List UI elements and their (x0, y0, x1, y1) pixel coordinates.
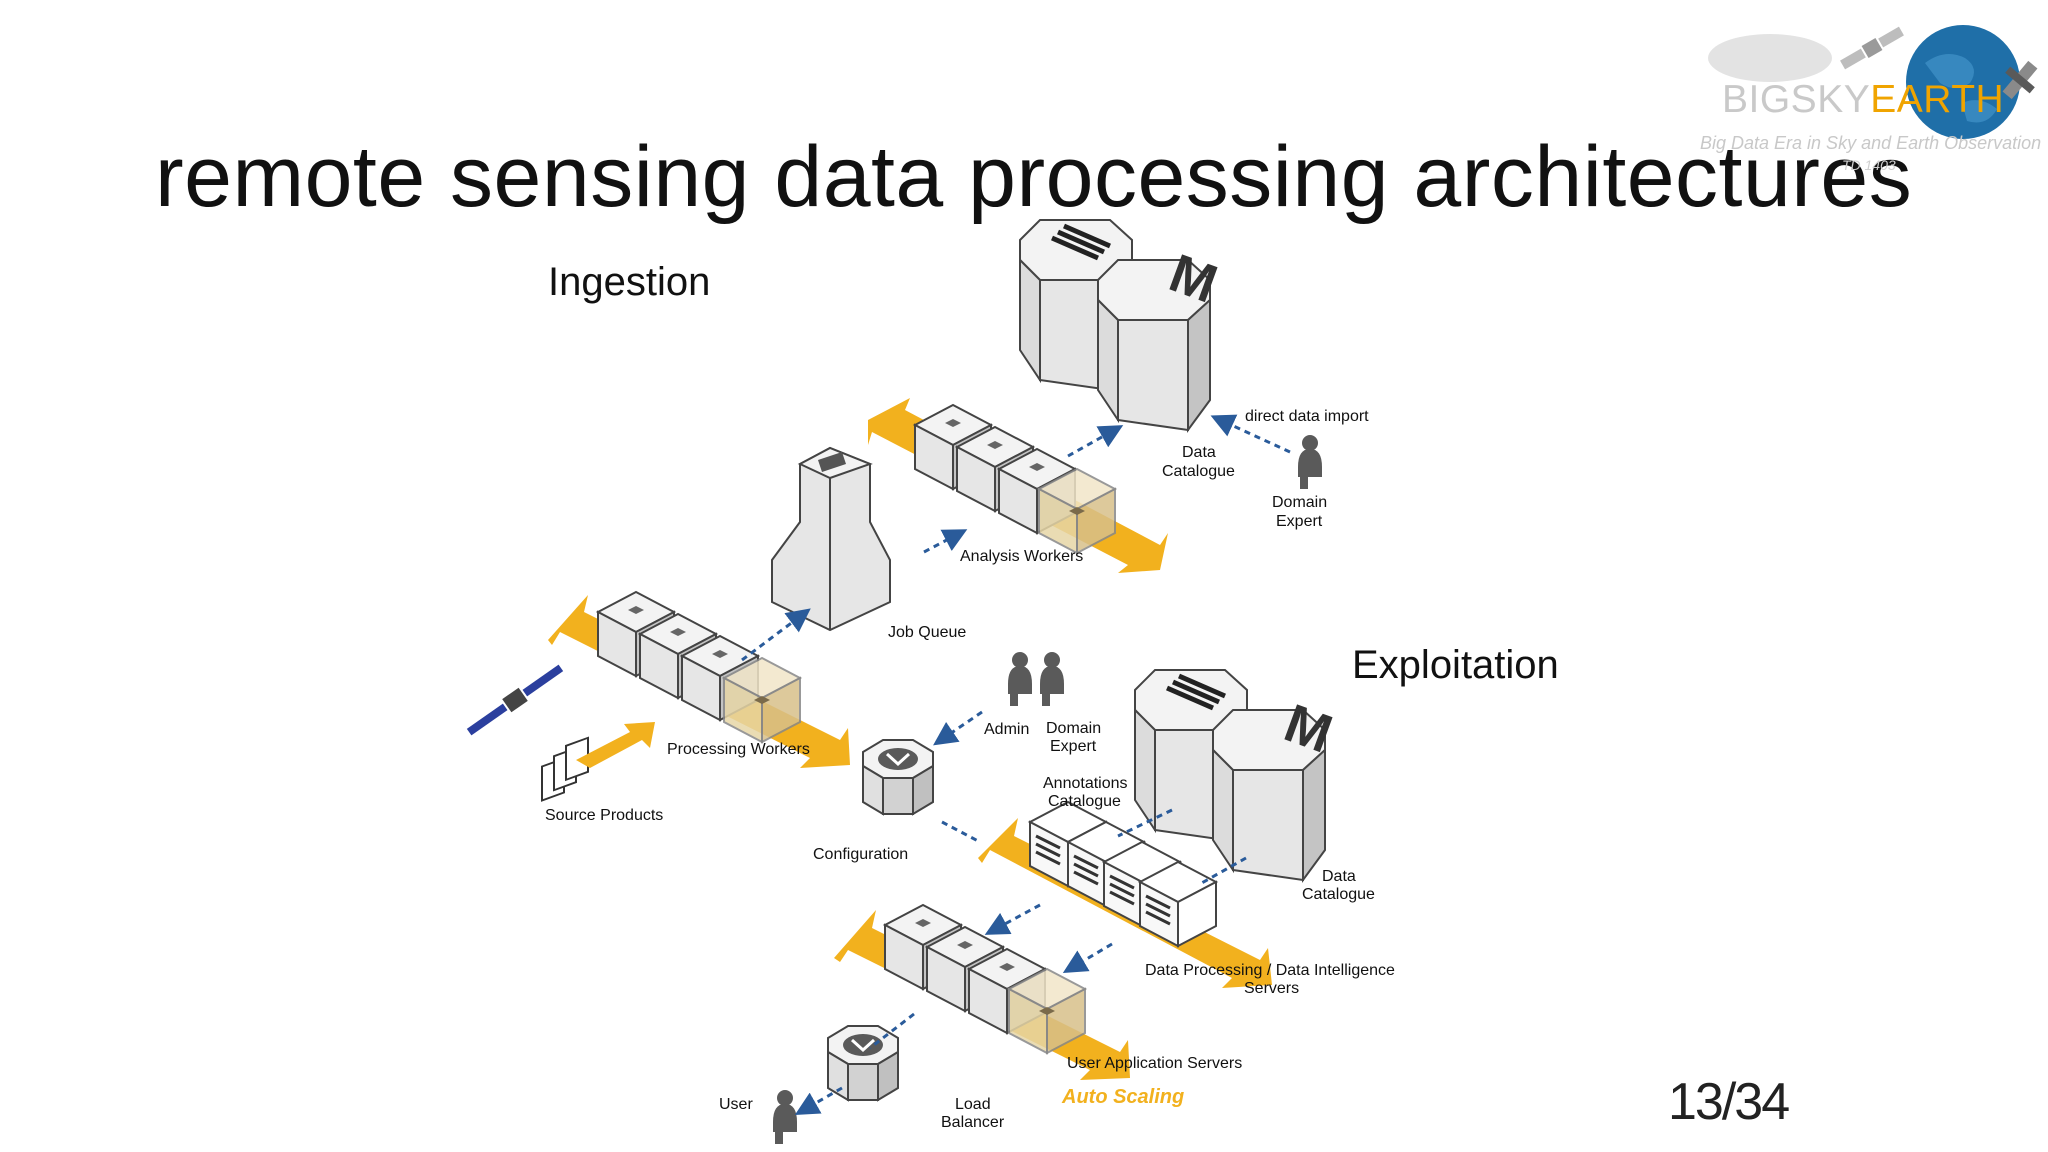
domain-expert-exploitation-icon (1040, 652, 1064, 706)
job-queue-icon (771, 446, 891, 632)
label-processing-workers: Processing Workers (667, 741, 810, 758)
svg-text:Balancer: Balancer (941, 1114, 1005, 1131)
configuration-icon (861, 738, 935, 816)
dp-servers-conveyor (978, 800, 1272, 988)
svg-text:Servers: Servers (1244, 980, 1299, 997)
admin-icon (1008, 652, 1032, 706)
connector-processing-to-queue (741, 608, 811, 662)
analysis-workers-conveyor (868, 398, 1168, 573)
label-load-balancer: Load (955, 1096, 991, 1113)
logo-tagline-secondary: TD 1403 (1842, 157, 1896, 173)
user-app-servers-conveyor (834, 904, 1130, 1080)
label-dp-servers: Data Processing / Data Intelligence (1145, 962, 1395, 979)
data-catalogue-ingestion: M (1019, 219, 1225, 431)
ingestion-heading: Ingestion (548, 260, 711, 304)
domain-expert-ingestion-icon (1298, 435, 1322, 489)
svg-text:Catalogue: Catalogue (1302, 886, 1375, 903)
satellite-panel-icon (2002, 60, 2038, 100)
svg-text:Expert: Expert (1050, 738, 1097, 755)
connector-dp-to-app-1 (984, 903, 1041, 935)
label-admin: Admin (984, 721, 1029, 738)
source-products-arrow (576, 722, 655, 768)
satellite-icon (1840, 26, 1904, 70)
svg-text:Catalogue: Catalogue (1048, 793, 1121, 810)
label-auto-scaling: Auto Scaling (1061, 1086, 1184, 1108)
logo-tagline: Big Data Era in Sky and Earth Observatio… (1700, 133, 2042, 153)
connector-analysis-to-catalogue (1067, 425, 1124, 458)
telescope-icon (1708, 34, 1832, 82)
label-data-catalogue-top: Data (1182, 444, 1216, 461)
connector-annotations-to-dp (1117, 808, 1173, 838)
slide-title: remote sensing data processing architect… (155, 129, 1913, 225)
label-job-queue: Job Queue (888, 624, 966, 641)
connector-lb-to-user (794, 1086, 843, 1115)
diagram-labels: direct data import Data Catalogue Domain… (545, 408, 1395, 1131)
svg-text:Expert: Expert (1276, 513, 1323, 530)
label-data-catalogue-bot: Data (1322, 868, 1356, 885)
connectors (741, 414, 1291, 1115)
exploitation-heading: Exploitation (1352, 643, 1559, 687)
data-catalogue-exploitation: M (1134, 669, 1340, 881)
label-user: User (719, 1096, 753, 1113)
label-source-products: Source Products (545, 807, 663, 824)
source-products-icon (541, 736, 589, 802)
logo-wordmark: BIGSKYEARTH (1722, 78, 2005, 121)
label-user-app-servers: User Application Servers (1067, 1055, 1242, 1072)
connector-catalogue-to-dp (1199, 856, 1247, 886)
label-annotations-catalogue: Annotations (1043, 775, 1128, 792)
connector-queue-to-analysis (923, 529, 968, 554)
label-configuration: Configuration (813, 846, 908, 863)
satellite-icon (466, 664, 564, 736)
label-analysis-workers: Analysis Workers (960, 548, 1083, 565)
connector-app-to-lb (869, 1012, 915, 1050)
bigskyearth-logo (1708, 25, 2038, 139)
connector-dp-to-app-2 (1062, 942, 1113, 974)
page-number: 13/34 (1668, 1073, 1790, 1131)
connector-config-to-dp (941, 820, 981, 844)
svg-text:Catalogue: Catalogue (1162, 463, 1235, 480)
processing-workers-conveyor (548, 591, 850, 768)
label-domain-expert-mid: Domain (1046, 720, 1101, 737)
connector-expert-to-catalogue (1210, 414, 1291, 454)
label-direct-data-import: direct data import (1245, 408, 1369, 425)
connector-admin-to-config (933, 710, 983, 746)
label-domain-expert-top: Domain (1272, 494, 1327, 511)
user-icon (773, 1090, 797, 1144)
